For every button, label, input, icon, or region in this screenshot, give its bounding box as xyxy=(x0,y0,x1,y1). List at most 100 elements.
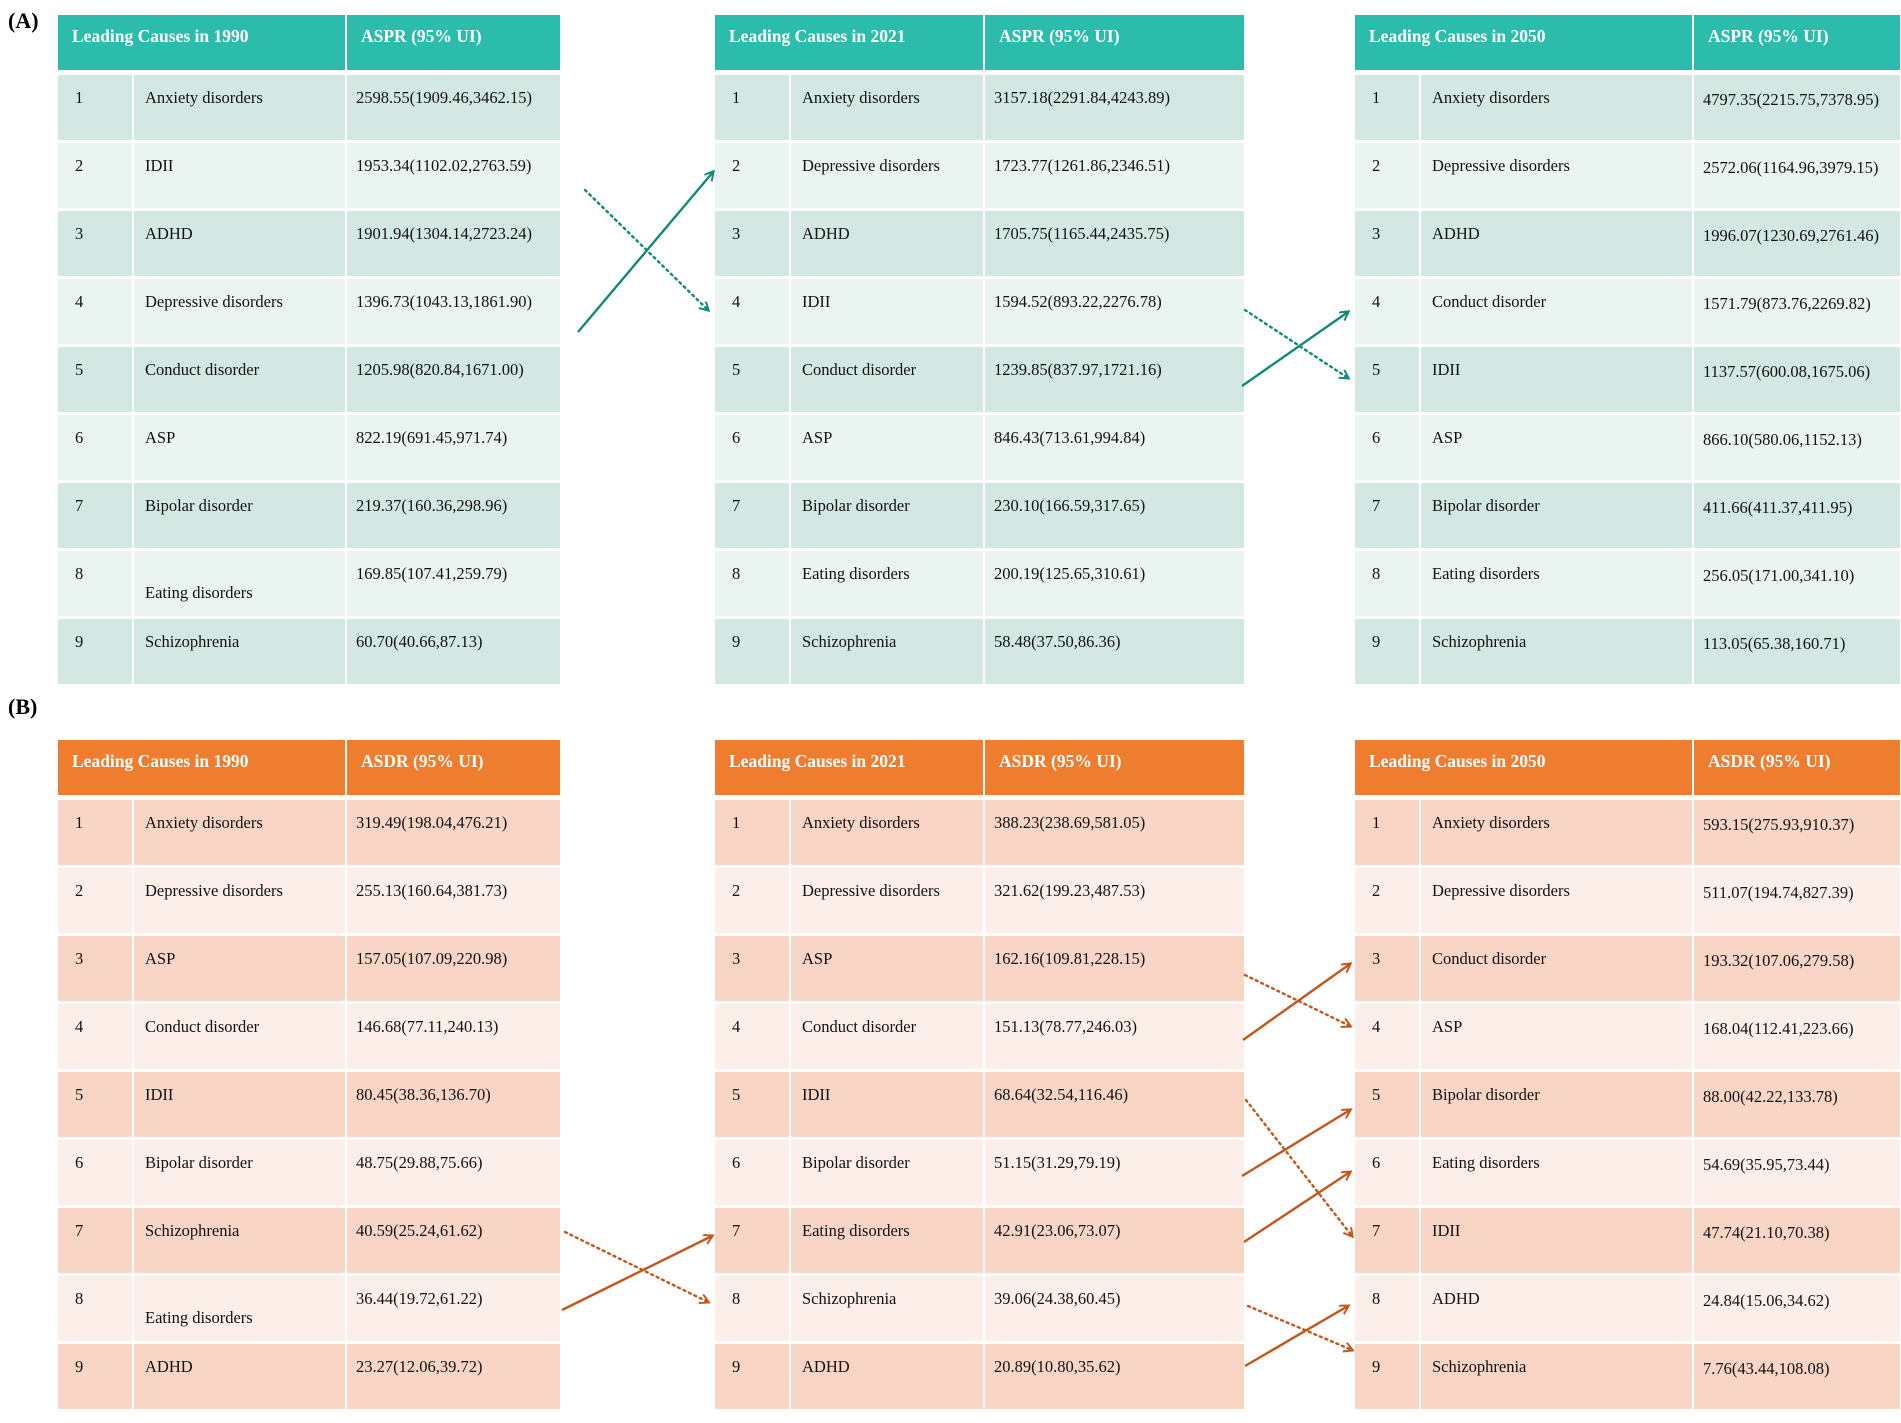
cause-cell: ADHD xyxy=(134,211,345,276)
cause-cell: Schizophrenia xyxy=(134,619,345,684)
cause-cell: Bipolar disorder xyxy=(134,483,345,548)
cause-cell: IDII xyxy=(134,1072,345,1137)
cause-cell: ASP xyxy=(1421,1004,1692,1069)
cause-cell: ASP xyxy=(134,936,345,1001)
cause-cell: IDII xyxy=(134,143,345,208)
rank-cell: 4 xyxy=(715,1004,789,1069)
value-cell: 24.84(15.06,34.62) xyxy=(1694,1276,1900,1341)
value-cell: 319.49(198.04,476.21) xyxy=(347,800,560,865)
value-cell: 1137.57(600.08,1675.06) xyxy=(1694,347,1900,412)
rank-cell: 6 xyxy=(1355,415,1419,480)
rank-cell: 2 xyxy=(58,143,132,208)
value-cell: 80.45(38.36,136.70) xyxy=(347,1072,560,1137)
cause-cell: Depressive disorders xyxy=(134,279,345,344)
rank-cell: 4 xyxy=(58,1004,132,1069)
rank-cell: 9 xyxy=(715,1344,789,1409)
value-cell: 1705.75(1165.44,2435.75) xyxy=(985,211,1244,276)
table-title: Leading Causes in 2050 xyxy=(1355,740,1692,795)
cause-cell: Eating disorders xyxy=(134,551,345,616)
value-cell: 846.43(713.61,994.84) xyxy=(985,415,1244,480)
panel-b-label: (B) xyxy=(8,694,38,719)
value-cell: 1396.73(1043.13,1861.90) xyxy=(347,279,560,344)
rank-cell: 2 xyxy=(715,143,789,208)
value-cell: 146.68(77.11,240.13) xyxy=(347,1004,560,1069)
value-cell: 168.04(112.41,223.66) xyxy=(1694,1004,1900,1069)
value-cell: 151.13(78.77,246.03) xyxy=(985,1004,1244,1069)
cause-cell: Bipolar disorder xyxy=(134,1140,345,1205)
cause-cell: ASP xyxy=(791,415,983,480)
cause-cell: Conduct disorder xyxy=(1421,279,1692,344)
rank-cell: 7 xyxy=(58,483,132,548)
rank-cell: 2 xyxy=(58,868,132,933)
rank-cell: 3 xyxy=(1355,211,1419,276)
rank-cell: 8 xyxy=(1355,551,1419,616)
cause-cell: Bipolar disorder xyxy=(791,483,983,548)
rank-cell: 1 xyxy=(715,800,789,865)
value-cell: 60.70(40.66,87.13) xyxy=(347,619,560,684)
value-cell: 7.76(43.44,108.08) xyxy=(1694,1344,1900,1409)
rank-down-arrow xyxy=(1243,308,1348,378)
rank-cell: 9 xyxy=(1355,1344,1419,1409)
rank-cell: 2 xyxy=(1355,868,1419,933)
rank-cell: 4 xyxy=(1355,1004,1419,1069)
table-title: Leading Causes in 1990 xyxy=(58,740,345,795)
metric-header: ASPR (95% UI) xyxy=(1694,15,1900,70)
cause-cell: Schizophrenia xyxy=(791,1276,983,1341)
value-cell: 1953.34(1102.02,2763.59) xyxy=(347,143,560,208)
value-cell: 54.69(35.95,73.44) xyxy=(1694,1140,1900,1205)
rank-cell: 1 xyxy=(1355,75,1419,140)
rank-cell: 2 xyxy=(715,868,789,933)
metric-header: ASPR (95% UI) xyxy=(347,15,560,70)
rank-cell: 7 xyxy=(1355,483,1419,548)
cause-cell: ASP xyxy=(134,415,345,480)
rank-up-arrow xyxy=(1241,312,1348,387)
cause-cell: Depressive disorders xyxy=(791,143,983,208)
value-cell: 157.05(107.09,220.98) xyxy=(347,936,560,1001)
rank-cell: 8 xyxy=(58,1276,132,1341)
value-cell: 3157.18(2291.84,4243.89) xyxy=(985,75,1244,140)
rank-up-arrow xyxy=(1244,1306,1348,1368)
table-title: Leading Causes in 2021 xyxy=(715,15,983,70)
value-cell: 219.37(160.36,298.96) xyxy=(347,483,560,548)
cause-cell: Bipolar disorder xyxy=(1421,1072,1692,1137)
rank-cell: 6 xyxy=(58,1140,132,1205)
value-cell: 256.05(171.00,341.10) xyxy=(1694,551,1900,616)
rank-cell: 7 xyxy=(1355,1208,1419,1273)
value-cell: 23.27(12.06,39.72) xyxy=(347,1344,560,1409)
cause-cell: ADHD xyxy=(1421,1276,1692,1341)
value-cell: 1239.85(837.97,1721.16) xyxy=(985,347,1244,412)
value-cell: 1723.77(1261.86,2346.51) xyxy=(985,143,1244,208)
rank-up-arrow xyxy=(561,1236,712,1312)
rank-cell: 5 xyxy=(1355,347,1419,412)
rank-cell: 5 xyxy=(58,1072,132,1137)
